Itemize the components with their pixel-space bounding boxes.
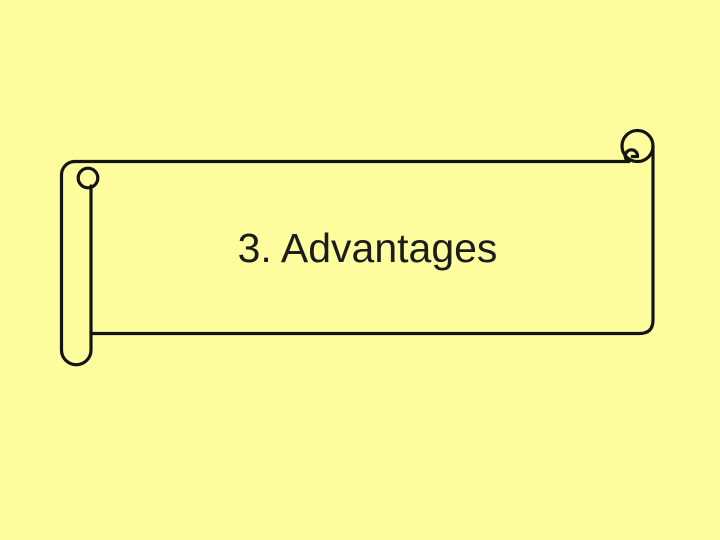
scroll-left-curl-icon [76, 166, 100, 190]
scroll-right-curl-inner [623, 148, 640, 164]
scroll-right-and-bottom-edge [89, 144, 655, 336]
scroll-banner-outline [59, 128, 655, 367]
scroll-left-roll [59, 159, 93, 367]
